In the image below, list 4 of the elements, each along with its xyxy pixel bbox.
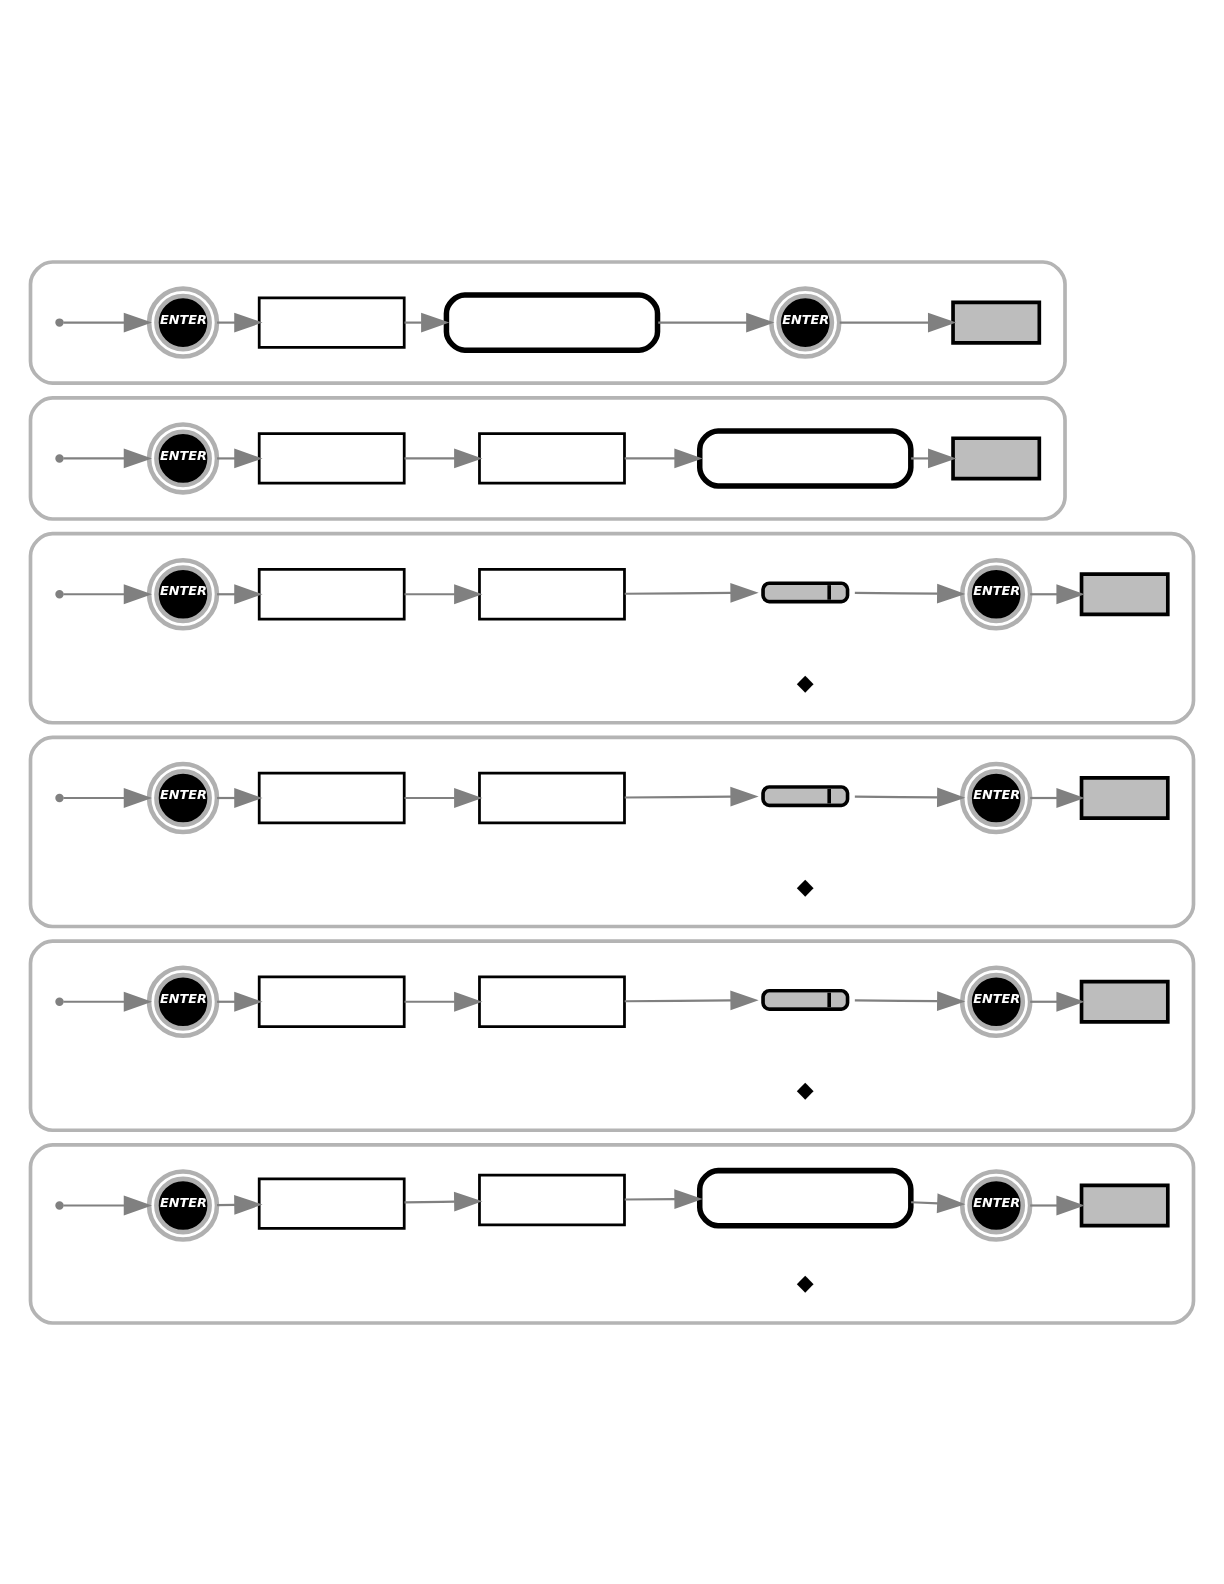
node-label: ◆ (796, 1076, 814, 1102)
node-label: ◆ (796, 873, 814, 899)
node-label: ◆ (796, 1269, 814, 1295)
node-label: ◆ (796, 669, 814, 695)
